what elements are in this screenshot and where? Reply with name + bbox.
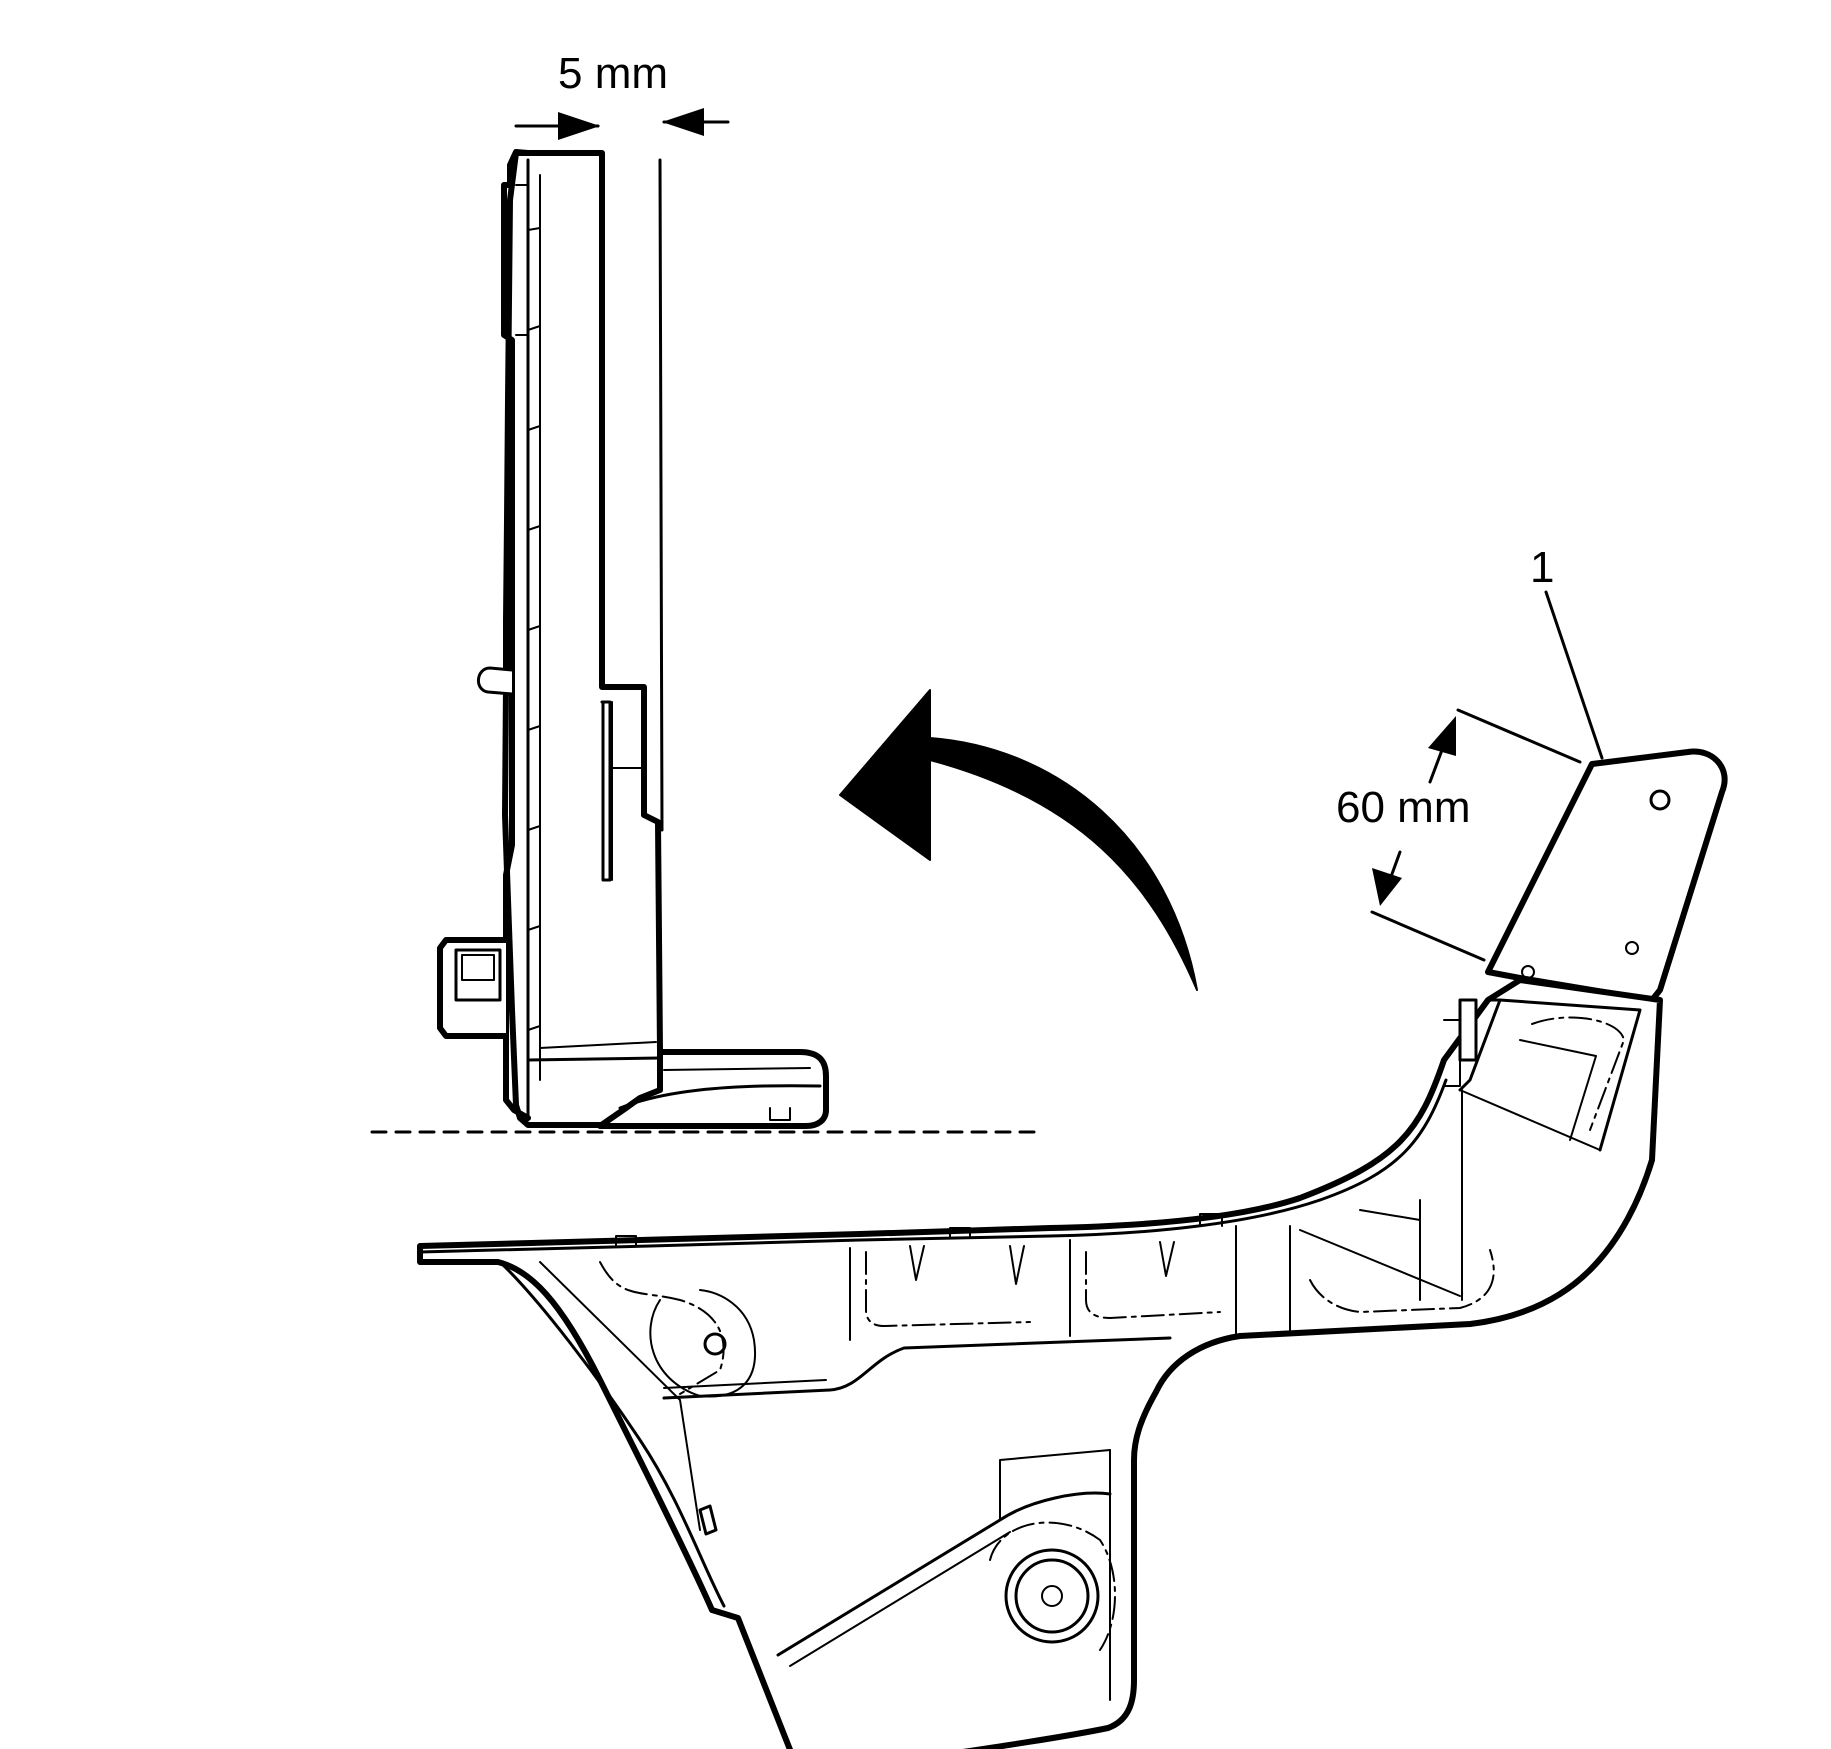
callout-1-label: 1 xyxy=(1530,543,1554,592)
reference-line xyxy=(658,158,664,832)
gap-dimension: 5 mm xyxy=(514,49,730,140)
height-dimension-label: 60 mm xyxy=(1336,783,1470,832)
bracket-part-1 xyxy=(417,748,1728,1749)
height-dimension: 60 mm xyxy=(1336,708,1582,962)
gap-dimension-label: 5 mm xyxy=(558,49,668,98)
callout-1: 1 xyxy=(1530,543,1604,760)
rotation-arrow xyxy=(839,689,1198,991)
vertical-component xyxy=(437,149,829,1129)
